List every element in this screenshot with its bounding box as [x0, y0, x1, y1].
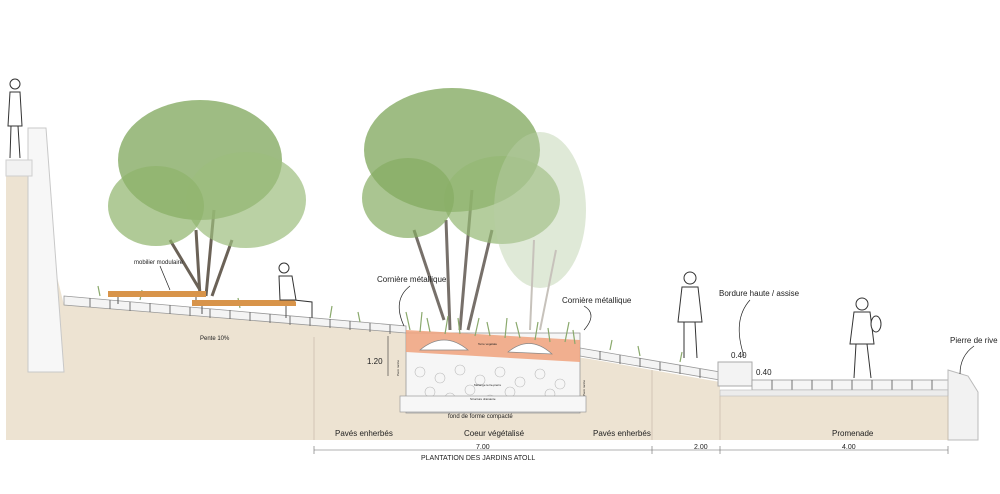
- caption: PLANTATION DES JARDINS ATOLL: [421, 455, 535, 462]
- dimension-line: [313, 446, 949, 454]
- retaining-wall: [27, 127, 65, 373]
- person-seated: [278, 262, 313, 318]
- label-fond: fond de forme compacté: [448, 414, 513, 420]
- root-ball-right: [507, 343, 553, 355]
- label-structure: Structure drainante: [470, 397, 496, 401]
- dim-700: 7.00: [476, 444, 490, 451]
- paving-joints-left: [89, 298, 391, 334]
- label-pente: Pente 10%: [200, 336, 230, 342]
- label-corniere-right: Cornière métallique: [562, 296, 632, 305]
- root-ball-left: [419, 339, 469, 351]
- tree-left: [108, 100, 306, 297]
- label-terre-vegetale: Terre végétale: [478, 342, 497, 346]
- wall-cap: [5, 159, 33, 177]
- paving-joints-right: [599, 351, 701, 378]
- label-bordure: Bordure haute / assise: [719, 289, 800, 298]
- label-corniere-left: Cornière métallique: [377, 275, 447, 284]
- soil-mass: [6, 176, 948, 440]
- promenade-joints: [771, 380, 933, 390]
- bordure-block: [717, 361, 753, 387]
- leader-lines: [159, 265, 975, 375]
- zone-promenade: Promenade: [832, 429, 874, 438]
- zone-pave-right: Pavés enherbés: [593, 429, 651, 438]
- pierre-de-rive: [947, 369, 979, 441]
- promenade-base: [719, 389, 949, 397]
- person-walking-2: [849, 297, 882, 379]
- zone-pave-left: Pavés enherbés: [335, 429, 393, 438]
- bench-front: [192, 300, 296, 318]
- person-on-wall: [7, 78, 23, 159]
- label-paroi-left: Paroi racine: [396, 360, 400, 376]
- pit-base: [399, 395, 587, 413]
- topsoil-layer: [406, 330, 580, 362]
- label-h120: 1.20: [367, 357, 383, 366]
- dim-200: 2.00: [694, 444, 708, 451]
- tree-center: [362, 88, 560, 331]
- label-h040a: 0.40: [731, 351, 747, 360]
- zone-coeur: Coeur végétalisé: [464, 429, 525, 438]
- zone-dividers: [313, 337, 949, 440]
- label-h040b: 0.40: [756, 368, 772, 377]
- person-walking-1: [677, 271, 703, 359]
- label-pierre: Pierre de rive: [950, 336, 998, 345]
- promenade-deck: [751, 379, 949, 391]
- label-paroi-right: Paroi racine: [582, 380, 586, 396]
- tree-ghost: [494, 132, 586, 331]
- label-melange: Mélange terre-pierre: [474, 383, 502, 387]
- label-mobilier: mobilier modulaire: [134, 260, 184, 266]
- dim-400: 4.00: [842, 444, 856, 451]
